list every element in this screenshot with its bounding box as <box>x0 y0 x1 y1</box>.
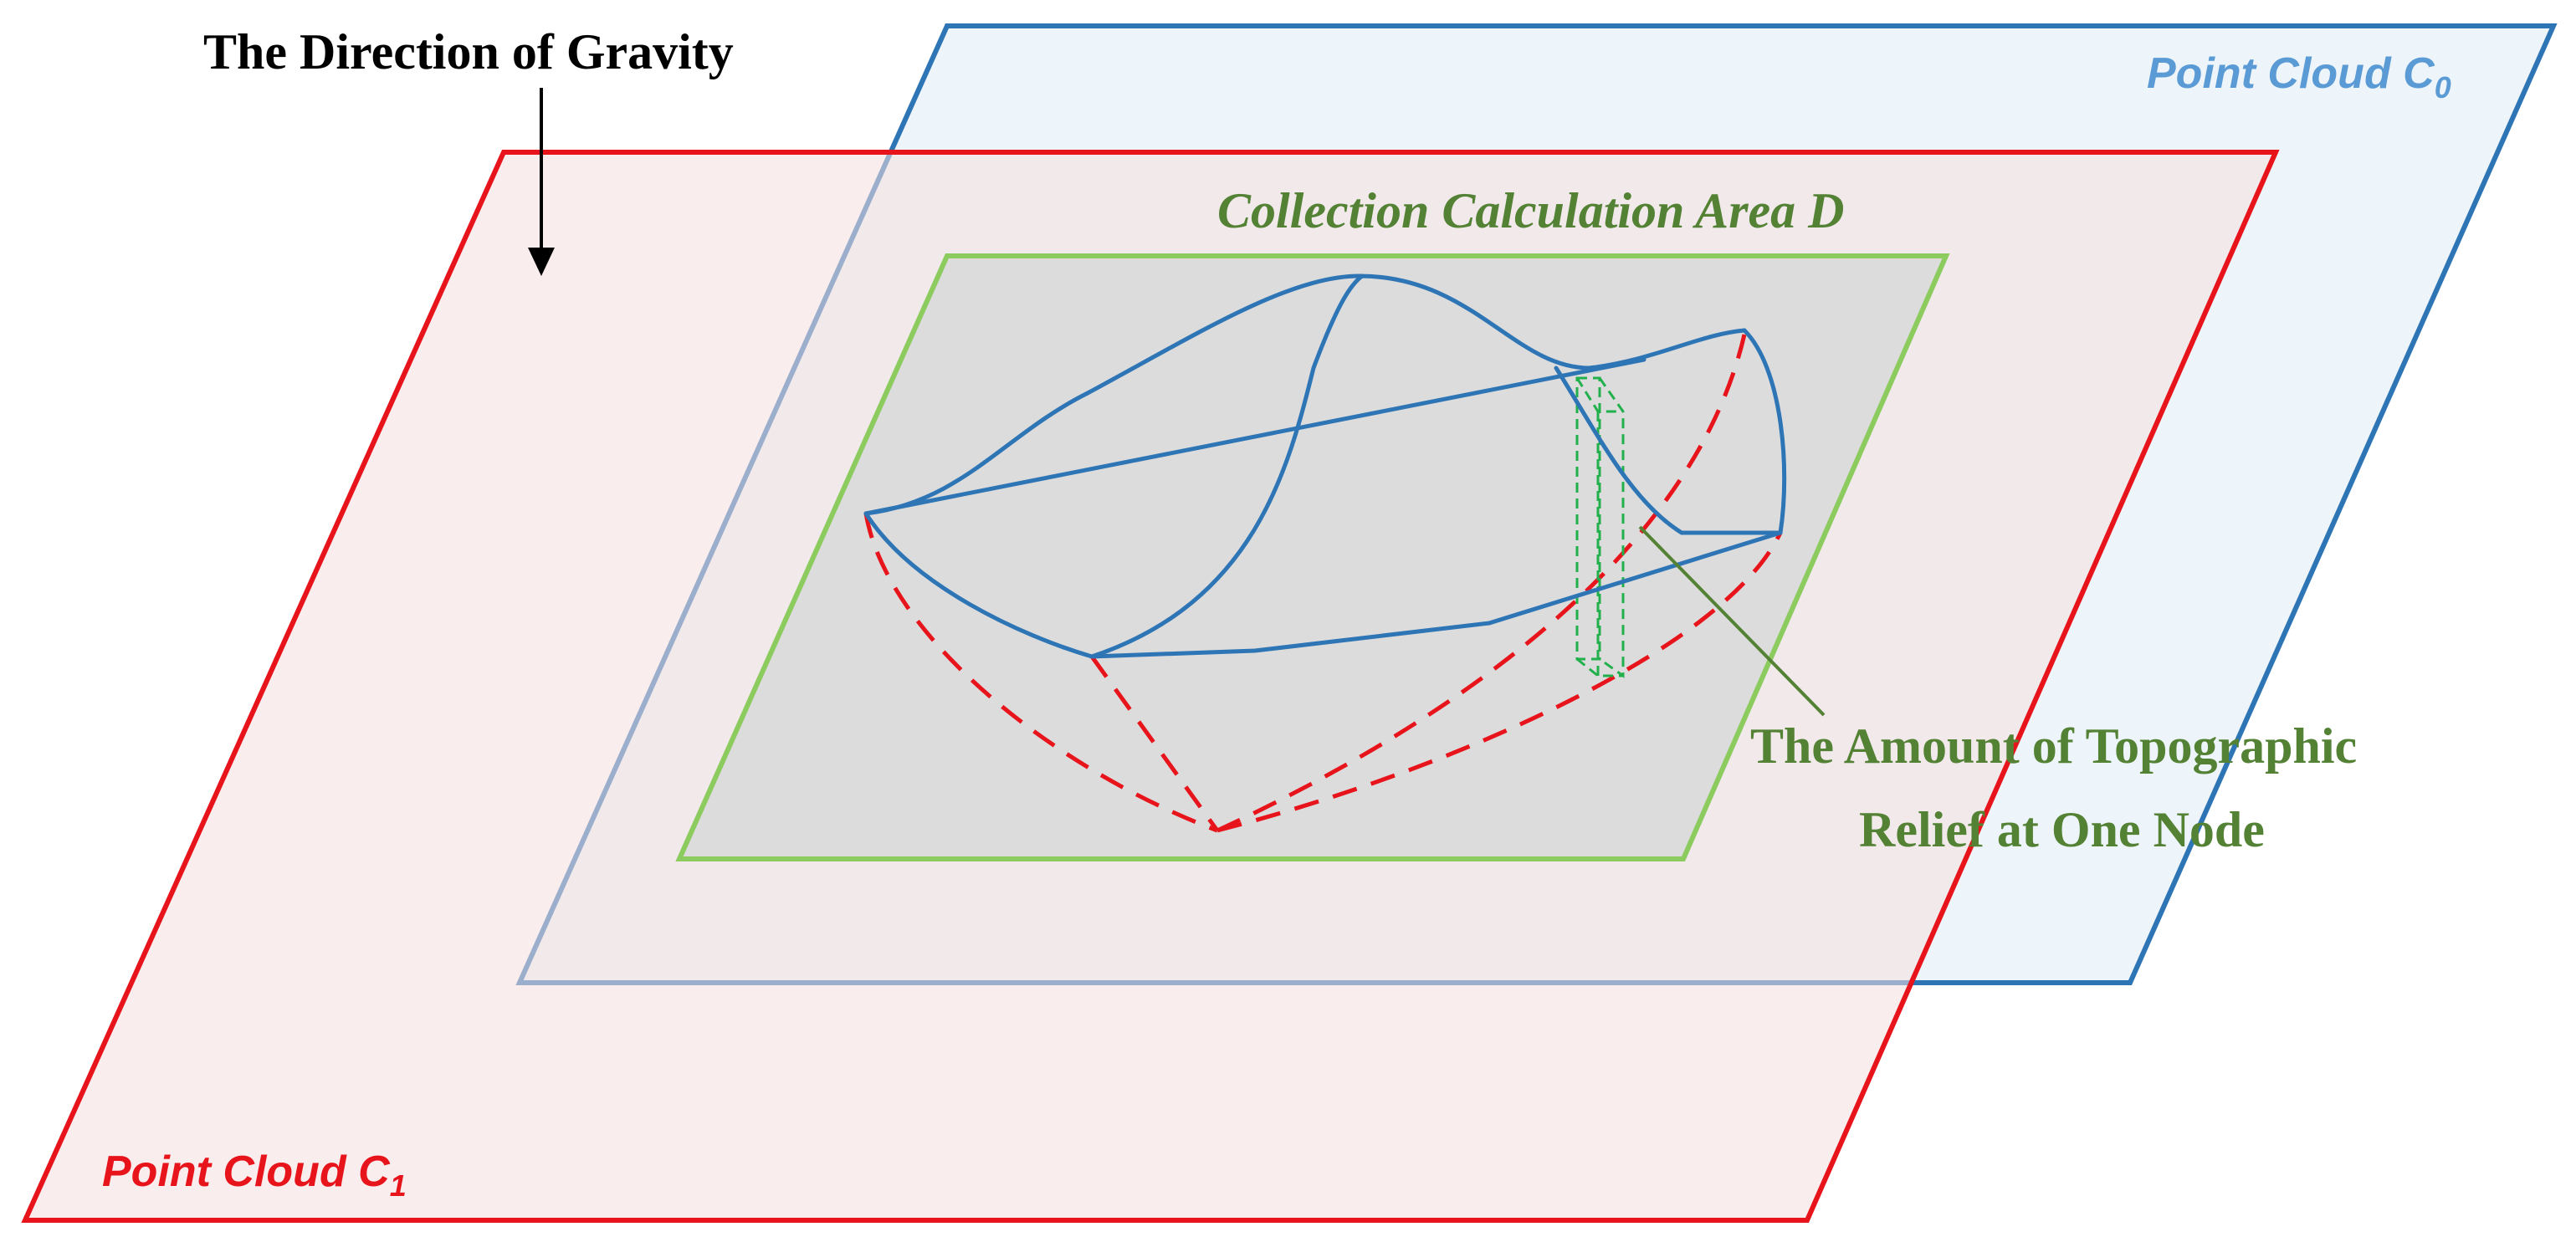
dashed-base-curves <box>863 334 1783 833</box>
surface-cross <box>1089 273 1365 659</box>
point-cloud-c0-label-main: Point Cloud C <box>2147 49 2435 98</box>
node-column <box>1575 376 1625 678</box>
dashed-curve-bottom-right <box>1216 531 1783 833</box>
point-cloud-c0-label-sub: 0 <box>2435 70 2451 105</box>
gravity-arrow <box>528 88 555 276</box>
point-cloud-c1-label-main: Point Cloud C <box>102 1147 391 1196</box>
surface-diagonal <box>863 357 1646 516</box>
point-cloud-c1-label: Point Cloud C1 <box>102 1147 407 1203</box>
surface-bottom <box>1089 530 1783 659</box>
relief-label-line-2: Relief at One Node <box>1859 802 2265 857</box>
point-cloud-c1-label-sub: 1 <box>390 1168 407 1203</box>
collection-area-label: Collection Calculation Area D <box>1217 183 1845 238</box>
dashed-curve-inner <box>1216 334 1747 833</box>
gravity-arrowhead <box>528 248 555 276</box>
surface-right-ridge <box>1554 365 1783 535</box>
gravity-label: The Direction of Gravity <box>203 24 734 79</box>
relief-leader-line <box>1638 525 1826 717</box>
collection-area-d-plane <box>675 253 1950 861</box>
relief-label-line-1: The Amount of Topographic <box>1750 718 2357 774</box>
surface-curves <box>863 273 1787 659</box>
surface-right-edge <box>1742 328 1787 535</box>
dashed-curve-left <box>863 513 1218 833</box>
dashed-curve-middle <box>1089 655 1220 832</box>
surface-left-lower <box>863 511 1094 659</box>
point-cloud-c0-label: Point Cloud C0 <box>2147 49 2451 105</box>
